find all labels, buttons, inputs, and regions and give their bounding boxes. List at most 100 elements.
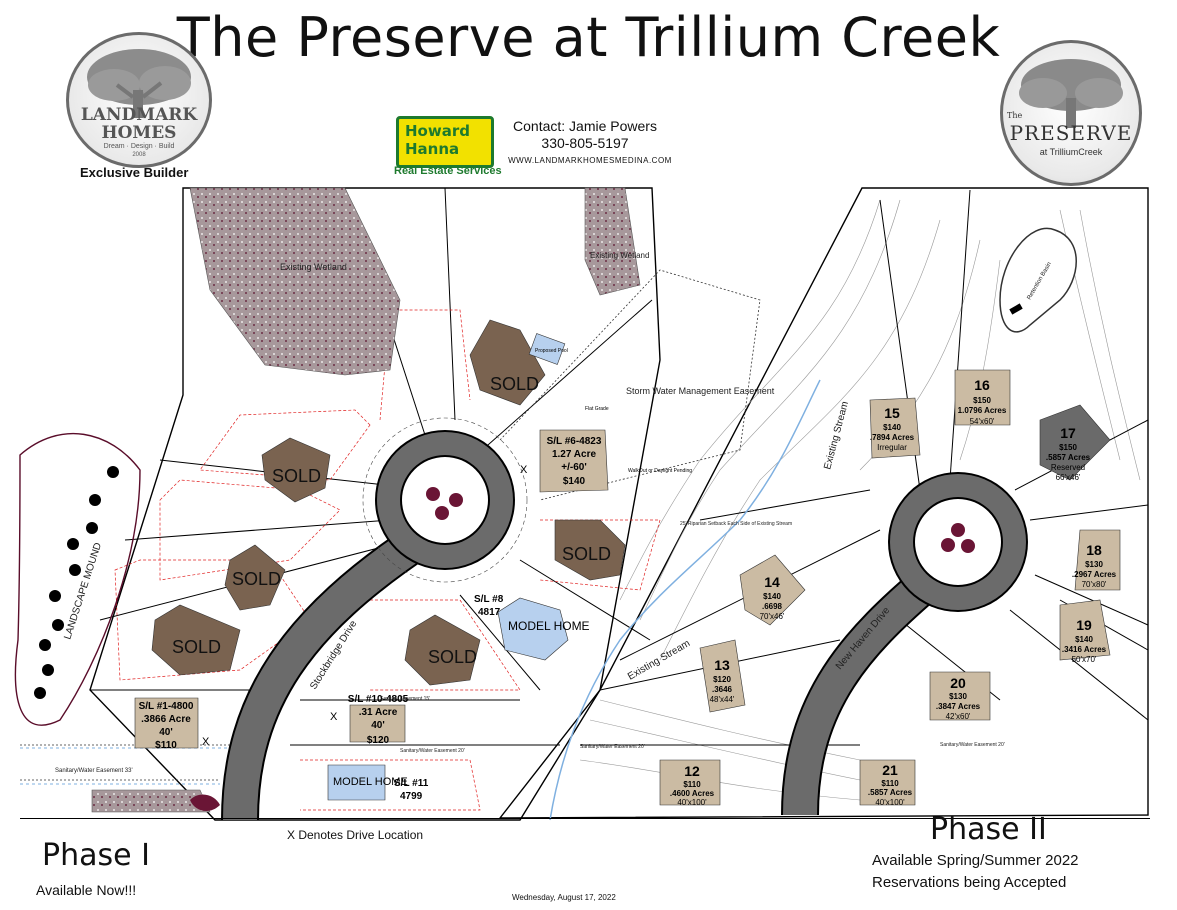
svg-text:$140: $140 [883,423,901,432]
svg-text:40'x100': 40'x100' [875,798,905,807]
lot6-text: S/L #6-4823 1.27 Acre +/-60' $140 [547,436,602,487]
wetland-bottom [91,789,211,813]
svg-text:.31 Acre: .31 Acre [359,707,398,718]
model-home-11 [327,764,386,801]
svg-text:.5857 Acres: .5857 Acres [868,788,913,797]
exclusive-builder-caption: Exclusive Builder [80,165,189,180]
map-bottom-line [20,818,1150,819]
svg-text:S/L #8: S/L #8 [474,594,504,605]
island-plants-2 [941,523,975,553]
svg-text:Existing Stream: Existing Stream [626,638,692,683]
svg-text:.4600 Acres: .4600 Acres [670,789,715,798]
svg-text:SOLD: SOLD [172,637,221,657]
svg-text:$110: $110 [155,740,177,751]
site-plan-map: SOLD SOLD SOLD SOLD SOLD SOLD Proposed P… [14,187,1149,821]
svg-text:40': 40' [159,727,173,738]
svg-text:66'x46': 66'x46' [1056,473,1081,482]
lot6-footprint [539,429,609,493]
logo-trillium: at TrilliumCreek [1039,147,1103,157]
drive-x-marks: X X X [202,464,528,748]
entrance-plants [190,794,220,812]
svg-text:42'x60': 42'x60' [946,712,971,721]
proposed-pool-label: Proposed Pool [535,348,568,354]
landmark-homes-logo: LANDMARK HOMES Dream · Design · Build 20… [66,32,212,168]
island-plants [426,487,463,520]
contact-name: Contact: Jamie Powers [513,118,657,134]
model-home-8 [497,597,569,661]
lot1-footprint [134,697,199,749]
svg-text:$120: $120 [713,675,731,684]
lot8-text: S/L #8 4817 [474,594,504,618]
svg-text:$120: $120 [367,735,390,746]
lot18-text: 18 $130 .2967 Acres 70'x80' [1072,542,1117,589]
lot16-text: 16 $150 1.0796 Acres 54'x60' [958,377,1007,426]
drive-note: X Denotes Drive Location [287,828,424,842]
svg-text:Reserved: Reserved [1051,463,1085,472]
phase2-line1: Available Spring/Summer 2022 [872,852,1079,869]
svg-text:$140: $140 [563,476,586,487]
svg-text:40'x100': 40'x100' [677,798,707,807]
water-lines [20,747,240,785]
phase2-boundary [498,187,1149,819]
svg-text:25' Riparian Setback Each Side: 25' Riparian Setback Each Side of Existi… [680,521,792,527]
logo-tagline: Dream · Design · Build [103,143,175,150]
svg-text:19: 19 [1076,617,1092,633]
svg-text:15: 15 [884,405,900,421]
svg-text:$150: $150 [1059,443,1077,452]
svg-text:.3646: .3646 [712,685,733,694]
svg-text:S/L #11: S/L #11 [394,778,429,789]
wetland-left [189,187,401,376]
stream [549,379,821,821]
lot13-text: 13 $120 .3646 48'x44' [710,657,735,704]
svg-text:4817: 4817 [478,607,501,618]
svg-text:4799: 4799 [400,791,423,802]
proposed-pool [528,333,566,365]
svg-text:X: X [330,711,338,723]
svg-text:$110: $110 [881,779,899,788]
svg-text:Sanitary/Water Easement 20': Sanitary/Water Easement 20' [580,744,645,750]
svg-text:Irregular: Irregular [877,443,907,452]
svg-text:Sanitary/Water Easement 33': Sanitary/Water Easement 33' [55,768,133,774]
svg-text:S/L #1-4800: S/L #1-4800 [139,701,194,712]
logo-preserve: PRESERVE [1009,121,1133,145]
svg-text:$140: $140 [1075,635,1093,644]
svg-text:Storm Water Management Easemen: Storm Water Management Easement [626,386,775,396]
lot10-footprint [349,704,406,743]
svg-text:Sanitary/Water Easement 20': Sanitary/Water Easement 20' [940,742,1005,748]
svg-text:1.0796 Acres: 1.0796 Acres [958,406,1007,415]
svg-text:$140: $140 [763,592,781,601]
svg-text:Existing Stream: Existing Stream [822,400,851,470]
phase1-title: Phase I [42,838,150,873]
phase1-status: Available Now!!! [36,882,137,898]
model-home-11-label: MODEL HOME [333,776,408,788]
svg-text:13: 13 [714,657,730,673]
svg-text:$130: $130 [949,692,967,701]
agency-word-hanna: Hanna [405,140,460,158]
svg-text:12: 12 [684,763,700,779]
svg-text:S/L #10-4805: S/L #10-4805 [348,694,409,705]
lot1-text: S/L #1-4800 .3866 Acre 40' $110 [139,701,194,751]
svg-text:20: 20 [950,675,966,691]
stockbridge-road [221,417,528,821]
landscape-mound [14,433,141,726]
svg-text:.2967 Acres: .2967 Acres [1072,570,1117,579]
svg-text:16: 16 [974,377,990,393]
contact-website: WWW.LANDMARKHOMESMEDINA.COM [508,156,672,165]
contact-phone: 330-805-5197 [541,135,629,151]
svg-text:50'x70': 50'x70' [1072,655,1097,664]
svg-text:.5857 Acres: .5857 Acres [1046,453,1091,462]
svg-text:SOLD: SOLD [232,569,281,589]
phase2-lot-footprints [659,369,1121,806]
svg-text:Existing Wetland: Existing Wetland [590,251,649,260]
lot14-text: 14 $140 .6698 70'x46' [760,574,785,621]
svg-text:54'x60': 54'x60' [970,417,995,426]
lot6-grade: Flat Grade [585,406,609,412]
lot10-text: S/L #10-4805 .31 Acre 40' $120 [348,694,409,746]
lot15-text: 15 $140 .7894 Acres Irregular [870,405,915,452]
logo-since: 2008 [132,152,146,158]
svg-text:14: 14 [764,574,780,590]
lot17-text: 17 $150 .5857 Acres Reserved 66'x46' [1046,425,1091,482]
svg-text:.3866 Acre: .3866 Acre [141,714,191,725]
svg-text:SOLD: SOLD [490,374,539,394]
lot11-text: S/L #11 4799 [394,778,429,802]
